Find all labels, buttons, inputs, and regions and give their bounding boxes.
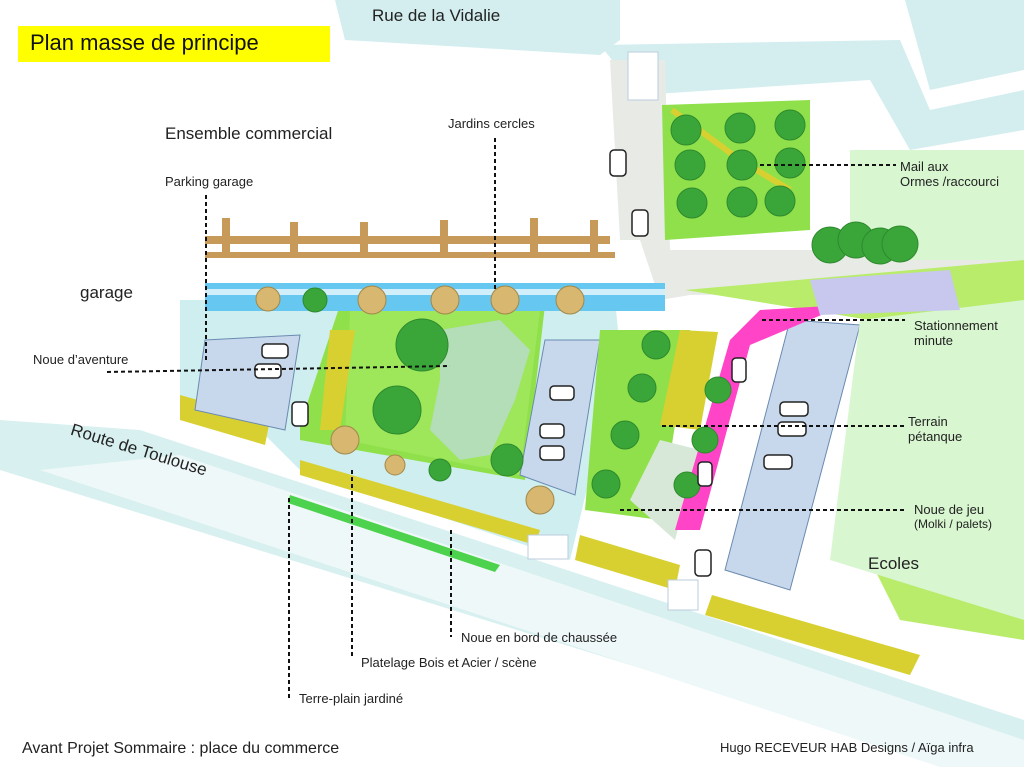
route-de-toulouse-edge <box>40 455 1024 767</box>
label-petanque-line1: Terrain <box>908 414 948 429</box>
leader-lines <box>106 138 905 700</box>
east-park <box>830 300 1024 620</box>
street-label-vidalie: Rue de la Vidalie <box>372 6 501 25</box>
yellow-strip-right <box>705 595 920 675</box>
label-noue-jeu-line2: (Molki / palets) <box>914 516 993 531</box>
zone-label-garage: garage <box>80 283 133 302</box>
pedestrian-crossings <box>527 51 699 611</box>
yellow-strip-park-side <box>320 330 355 430</box>
trees <box>302 109 919 499</box>
label-noue-chaussee: Noue en bord de chaussée <box>461 630 618 645</box>
label-noue-jeu-line1: Noue de jeu <box>914 502 985 517</box>
label-stationnement-line2: minute <box>914 332 954 348</box>
label-platelage: Platelage Bois et Acier / scène <box>361 655 537 670</box>
cars <box>254 149 809 577</box>
yellow-strip-park <box>300 460 540 545</box>
label-stationnement-line1: Stationnement <box>914 318 998 333</box>
stationnement-roof <box>810 270 960 315</box>
noue-jeu-path <box>630 440 700 540</box>
label-terre-plain: Terre-plain jardiné <box>299 691 404 706</box>
plan-title: Plan masse de principe <box>18 26 330 62</box>
yellow-strip-mid <box>575 535 680 590</box>
label-noue-jeu: Noue de jeu (Molki / palets) <box>914 502 993 532</box>
north-road-strip <box>600 40 1024 150</box>
label-mail-ormes-line2: Ormes /raccourci <box>900 173 999 189</box>
label-mail-ormes-line1: Mail aux <box>900 159 949 174</box>
stationnement-minute-lane <box>675 305 845 530</box>
footer-credits: Hugo RECEVEUR HAB Designs / Aïga infra <box>720 740 974 755</box>
label-stationnement: Stationnement minute <box>914 318 998 349</box>
label-parking-garage: Parking garage <box>165 174 254 189</box>
terre-plain-strip <box>288 495 500 572</box>
noue-aventure-water <box>430 320 530 460</box>
rue-de-la-vidalie-road <box>335 0 1024 90</box>
footer-project: Avant Projet Sommaire : place du commerc… <box>22 740 340 757</box>
circle-gardens <box>255 285 585 515</box>
label-petanque: Terrain pétanque <box>908 414 963 445</box>
zone-label-schools: Ecoles <box>868 554 920 573</box>
label-jardins-cercles: Jardins cercles <box>448 116 535 131</box>
petanque-terrain <box>660 330 718 430</box>
parking-right <box>724 319 861 591</box>
label-mail-ormes: Mail aux Ormes /raccourci <box>900 159 999 190</box>
pergola-structure <box>205 218 615 258</box>
zone-label-commercial: Ensemble commercial <box>165 124 333 143</box>
label-noue-aventure: Noue d’aventure <box>33 352 129 367</box>
label-petanque-line2: pétanque <box>908 428 963 444</box>
